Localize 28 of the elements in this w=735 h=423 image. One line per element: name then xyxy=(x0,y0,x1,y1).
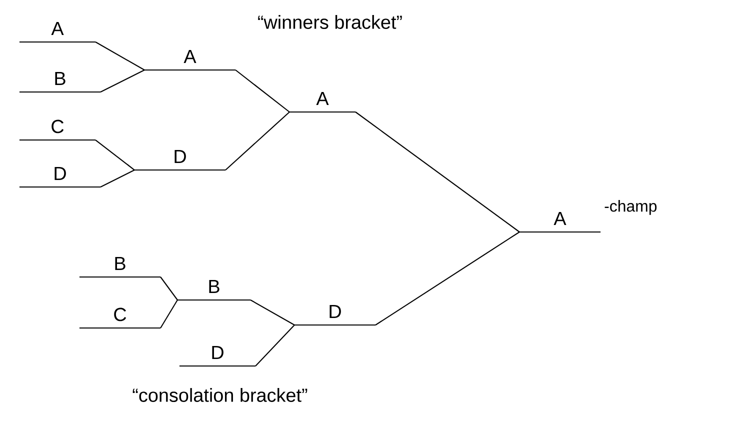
bracket-line xyxy=(95,140,135,170)
bracket-slot: A xyxy=(289,92,356,113)
bracket-slot: D xyxy=(134,150,226,171)
bracket-line xyxy=(255,324,295,366)
bracket-slot: C xyxy=(19,120,96,141)
bracket-slot: A xyxy=(144,50,236,71)
bracket-line xyxy=(225,112,290,170)
bracket-slot: B xyxy=(79,256,161,278)
bracket-line xyxy=(100,170,135,188)
bracket-slot: D xyxy=(19,166,101,188)
bracket-slot: A xyxy=(19,22,96,43)
bracket-slot: C xyxy=(79,308,161,329)
node-note: -champ xyxy=(604,200,657,215)
bracket-slot: A xyxy=(519,212,601,233)
bracket-title: “consolation bracket” xyxy=(132,388,308,402)
bracket-line xyxy=(160,276,178,300)
bracket-line xyxy=(250,300,295,326)
bracket-title: “winners bracket” xyxy=(258,15,402,29)
bracket-line xyxy=(235,70,290,112)
bracket-line xyxy=(95,42,145,70)
bracket-line xyxy=(375,232,520,326)
bracket-slot: D xyxy=(179,346,256,367)
bracket-slot: B xyxy=(19,72,101,93)
bracket-line xyxy=(100,70,145,92)
bracket-slot: B xyxy=(177,280,251,301)
bracket-slot: D xyxy=(294,304,376,326)
bracket-line xyxy=(355,112,520,232)
bracket-line xyxy=(160,300,178,328)
